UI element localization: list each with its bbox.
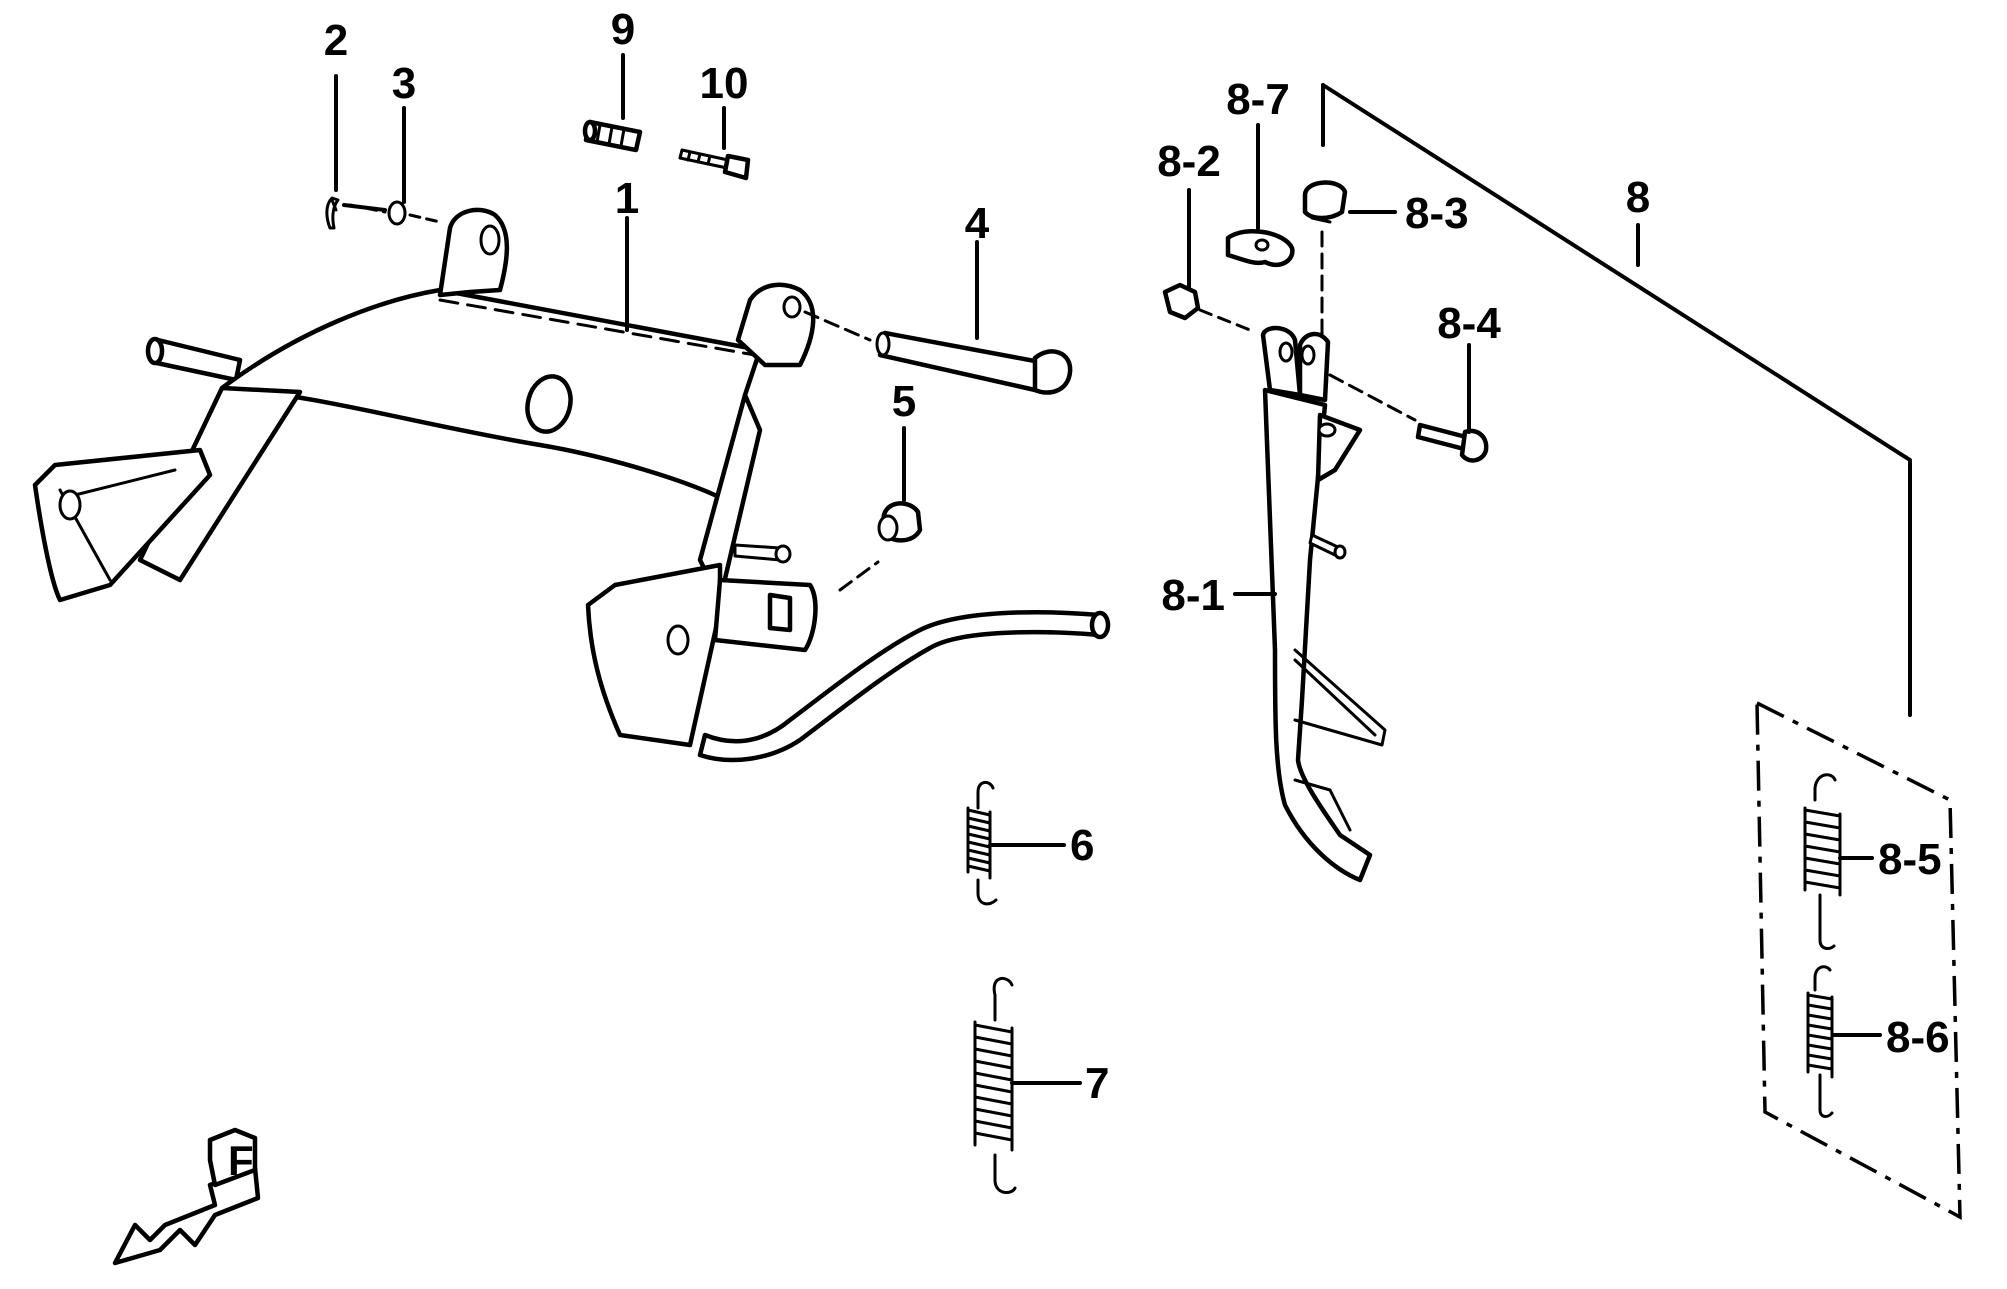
front-marker-letter: F <box>228 1137 254 1184</box>
spring-8-5 <box>1803 773 1842 950</box>
spring-large <box>973 977 1017 1194</box>
side-stand <box>1162 180 1489 883</box>
spring-small <box>966 781 998 906</box>
small-bolt <box>678 148 751 181</box>
callout-3: 3 <box>392 59 416 108</box>
washer <box>348 200 442 226</box>
leader-lines <box>334 53 1882 1085</box>
callout-8-4: 8-4 <box>1437 299 1501 348</box>
spring-kit-box <box>1755 700 1962 1220</box>
callout-8-1: 8-1 <box>1161 571 1225 620</box>
callout-8: 8 <box>1626 173 1650 222</box>
front-direction-arrow-icon: F <box>112 1127 261 1266</box>
callout-7: 7 <box>1085 1059 1109 1108</box>
cotter-pin <box>325 196 340 230</box>
spring-8-6 <box>1806 965 1834 1118</box>
callout-10: 10 <box>700 59 749 108</box>
callout-5: 5 <box>892 377 916 426</box>
callout-1: 1 <box>615 174 639 223</box>
callout-labels: 2 3 9 10 1 4 5 6 7 8-2 8-7 8-3 8-4 8 8-1… <box>324 5 1950 1108</box>
callout-8-2: 8-2 <box>1157 137 1221 186</box>
main-stand-frame <box>32 207 1111 763</box>
assembly-bracket <box>1321 83 1912 717</box>
roller <box>582 119 643 153</box>
bushing <box>877 501 923 543</box>
callout-8-7: 8-7 <box>1226 75 1290 124</box>
callout-6: 6 <box>1070 821 1094 870</box>
callout-4: 4 <box>965 199 990 248</box>
callout-8-3: 8-3 <box>1405 189 1469 238</box>
callout-8-5: 8-5 <box>1878 835 1942 884</box>
pivot-bolt <box>803 310 1073 395</box>
callout-2: 2 <box>324 16 348 65</box>
callout-8-6: 8-6 <box>1886 1013 1950 1062</box>
callout-9: 9 <box>611 5 635 54</box>
